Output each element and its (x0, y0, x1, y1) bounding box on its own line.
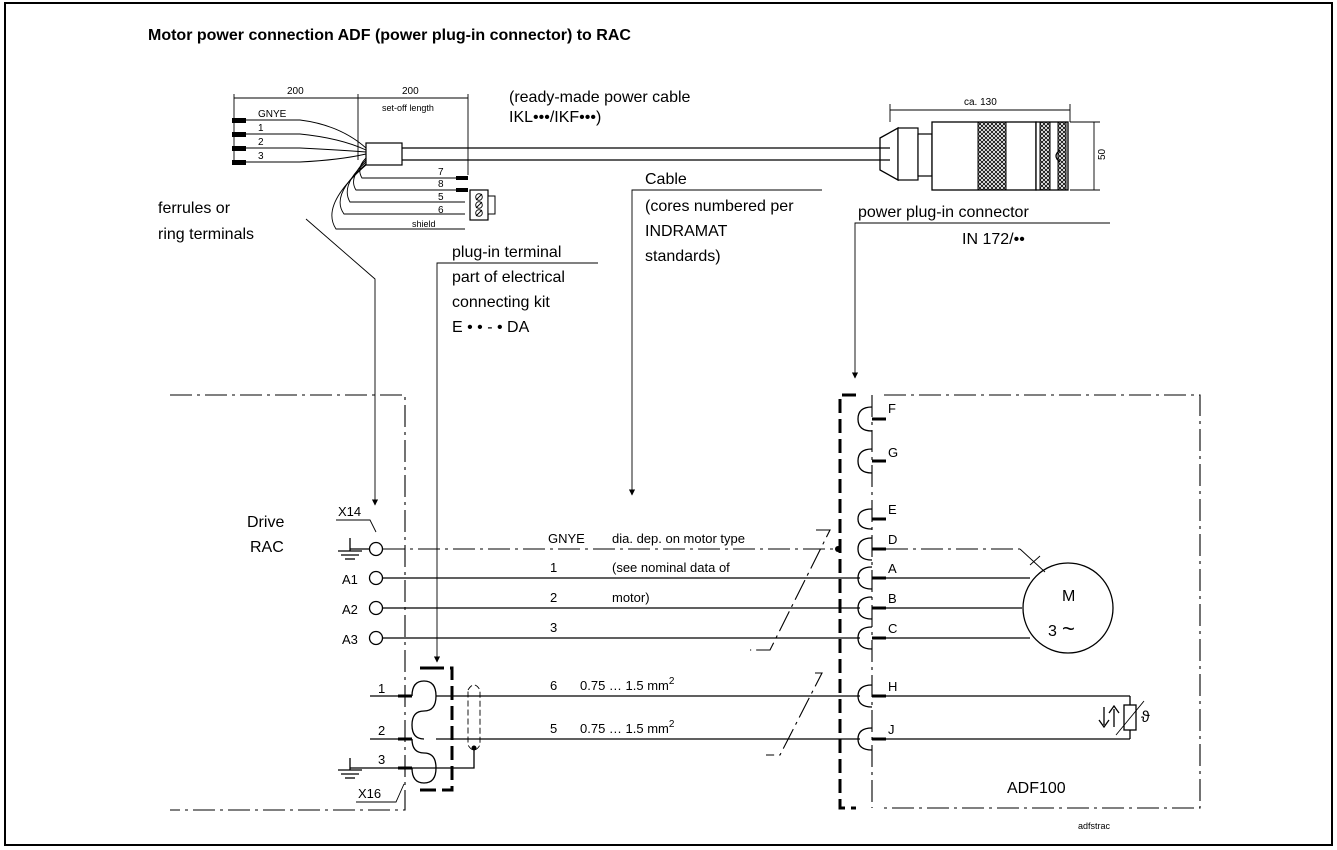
svg-text:5: 5 (550, 721, 557, 736)
svg-text:shield: shield (412, 219, 436, 229)
svg-text:H: H (888, 679, 897, 694)
svg-text:3: 3 (1048, 623, 1057, 640)
svg-text:1: 1 (258, 123, 264, 134)
motor-label: M (1062, 588, 1075, 605)
svg-text:ca. 130: ca. 130 (964, 97, 997, 108)
diagram-title: Motor power connection ADF (power plug-i… (148, 27, 631, 44)
svg-text:dia. dep. on motor type: dia. dep. on motor type (612, 531, 745, 546)
svg-text:2: 2 (258, 137, 264, 148)
svg-text:E: E (888, 502, 897, 517)
cable-callout-line3: INDRAMAT (645, 223, 728, 240)
motor-symbol (1022, 562, 1114, 654)
svg-text:(see nominal data of: (see nominal data of (612, 560, 730, 575)
drive-rac-enclosure: Drive RAC X14 A1 A2 A3 1 2 3 (170, 394, 454, 811)
power-plug-connector-symbol: F G E D A B C H J (838, 393, 898, 810)
cable-assembly-drawing: 200 200 set-off length GNYE 1 2 3 7 8 5 … (158, 86, 1110, 663)
terminal-a3: A3 (342, 632, 358, 647)
terminal-callout-line1: plug-in terminal (452, 244, 561, 261)
ready-made-cable-line1: (ready-made power cable (509, 89, 691, 106)
drive-name-line1: Drive (247, 514, 284, 531)
ac-icon: ~ (1062, 616, 1075, 641)
terminal-callout-line2: part of electrical (452, 269, 565, 286)
svg-text:3: 3 (550, 620, 557, 635)
ground-icon (338, 538, 369, 560)
svg-text:D: D (888, 532, 897, 547)
cable-callout-line4: standards) (645, 248, 721, 265)
svg-text:50: 50 (1097, 148, 1108, 160)
x14-label: X14 (338, 504, 361, 519)
figure-frame (4, 2, 1333, 846)
svg-text:1: 1 (550, 560, 557, 575)
thermal-icon: ϑ (1141, 709, 1150, 726)
cable-callout-line2: (cores numbered per (645, 198, 794, 215)
svg-text:3: 3 (258, 151, 264, 162)
terminal-a1: A1 (342, 572, 358, 587)
motor-adf-enclosure: M 3 ~ ϑ ADF100 (884, 394, 1201, 809)
power-plug-connector-drawing: ca. 130 50 (879, 97, 1108, 191)
svg-text:2: 2 (378, 723, 385, 738)
svg-text:GNYE: GNYE (258, 109, 287, 120)
svg-text:motor): motor) (612, 590, 650, 605)
svg-text:G: G (888, 445, 898, 460)
dim-setoff-label: set-off length (382, 103, 434, 113)
svg-text:0.75 … 1.5 mm2: 0.75 … 1.5 mm2 (580, 676, 675, 693)
plug-callout-line1: power plug-in connector (858, 204, 1029, 221)
svg-text:8: 8 (438, 179, 444, 190)
svg-text:B: B (888, 591, 897, 606)
x16-label: X16 (358, 786, 381, 801)
svg-text:5: 5 (438, 192, 444, 203)
svg-text:GNYE: GNYE (548, 531, 585, 546)
svg-text:2: 2 (550, 590, 557, 605)
svg-text:7: 7 (438, 167, 444, 178)
dim-setoff-length: 200 (402, 86, 419, 97)
svg-text:6: 6 (550, 678, 557, 693)
svg-text:F: F (888, 401, 896, 416)
ferrules-callout-line1: ferrules or (158, 200, 231, 217)
terminal-callout-line3: connecting kit (452, 294, 550, 311)
figure-id: adfstrac (1078, 821, 1111, 831)
wiring: GNYE dia. dep. on motor type 1 (see nomi… (383, 529, 860, 769)
motor-model: ADF100 (1007, 780, 1066, 797)
cable-callout-line1: Cable (645, 171, 687, 188)
terminal-a2: A2 (342, 602, 358, 617)
svg-text:1: 1 (378, 681, 385, 696)
ground-icon-x16 (338, 758, 370, 779)
plug-in-terminal-icon (469, 189, 496, 221)
svg-text:A: A (888, 561, 897, 576)
svg-text:C: C (888, 621, 897, 636)
plug-callout-line2: IN 172/•• (962, 231, 1025, 248)
terminal-callout-line4: E • • - • DA (452, 319, 530, 336)
dim-left-length: 200 (287, 86, 304, 97)
drive-name-line2: RAC (250, 539, 284, 556)
svg-text:0.75 … 1.5 mm2: 0.75 … 1.5 mm2 (580, 719, 675, 736)
ferrules-callout-line2: ring terminals (158, 226, 254, 243)
svg-text:3: 3 (378, 752, 385, 767)
ready-made-cable-line2: IKL•••/IKF•••) (509, 109, 601, 126)
svg-text:6: 6 (438, 205, 444, 216)
svg-text:J: J (888, 722, 895, 737)
